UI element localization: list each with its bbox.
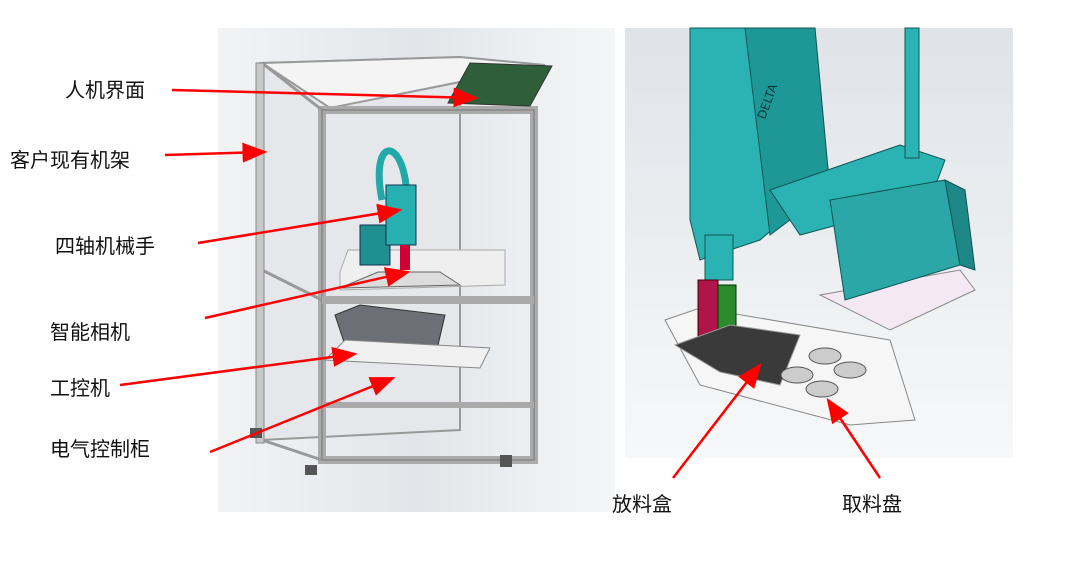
label-place-box: 放料盒 [612, 492, 672, 516]
label-pick-tray: 取料盘 [842, 492, 902, 516]
rack-rendering [218, 28, 615, 512]
arrow-pick-tray [826, 397, 882, 479]
arrow-camera [204, 267, 411, 320]
arrow-place-box [672, 363, 762, 479]
label-camera: 智能相机 [50, 320, 130, 344]
pick-trays [780, 347, 867, 398]
robot-closeup-rendering: DELTA [625, 27, 1013, 458]
label-rack: 客户现有机架 [10, 148, 130, 172]
label-ipc: 工控机 [50, 376, 110, 400]
arrow-rack [164, 142, 268, 163]
arrow-cabinet [209, 376, 396, 454]
annotation-arrows [119, 87, 882, 479]
arrow-robot [197, 203, 403, 245]
arrow-ipc [119, 347, 358, 387]
place-box [673, 324, 801, 386]
label-robot: 四轴机械手 [55, 234, 155, 258]
label-cabinet: 电气控制柜 [50, 437, 150, 461]
label-hmi: 人机界面 [65, 78, 145, 102]
arrow-hmi [171, 87, 479, 108]
